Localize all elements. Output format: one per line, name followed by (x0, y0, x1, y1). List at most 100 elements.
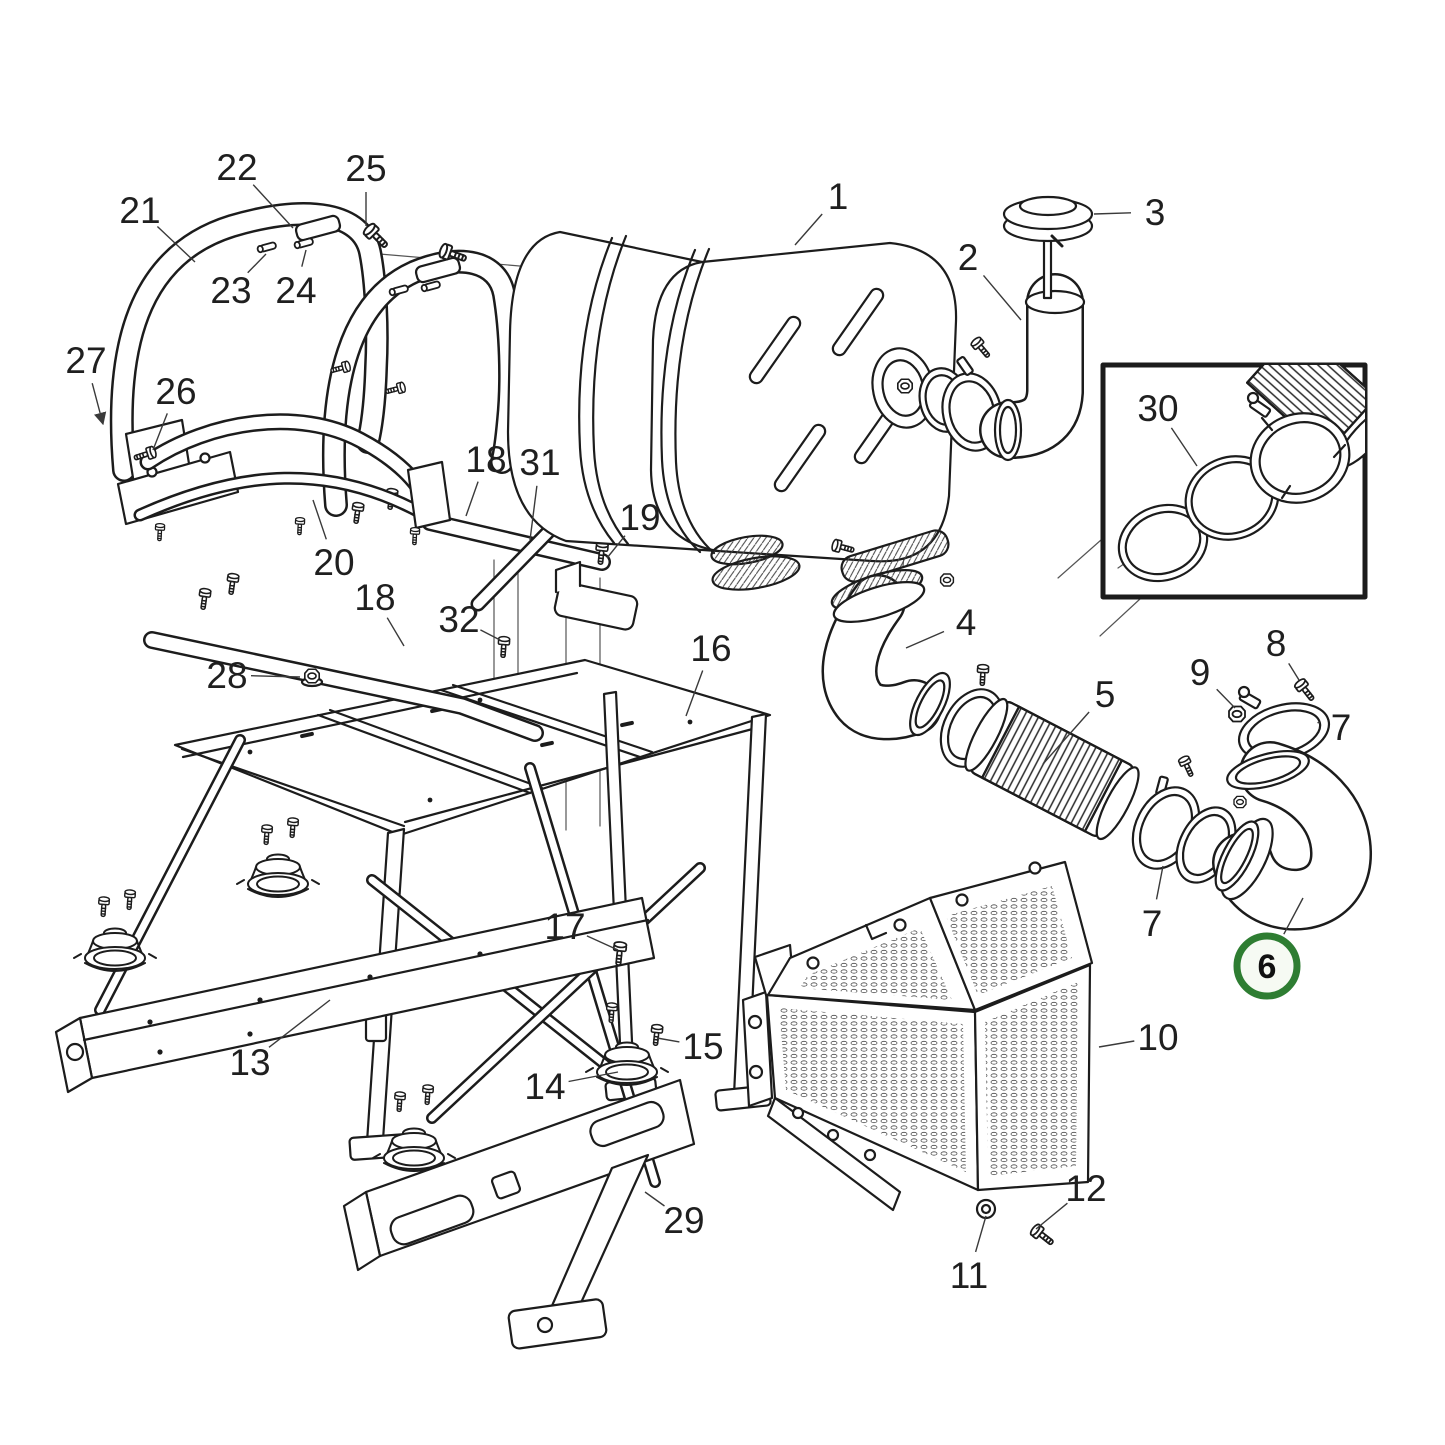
leader-line-8 (1288, 663, 1300, 681)
part-number-22[interactable]: 22 (216, 147, 257, 188)
part-number-12[interactable]: 12 (1065, 1168, 1106, 1209)
part-number-5[interactable]: 5 (1095, 674, 1116, 715)
callout-29[interactable]: 29 (644, 1191, 705, 1241)
callout-12[interactable]: 12 (1035, 1168, 1107, 1230)
leader-line-21 (156, 225, 196, 263)
callout-20[interactable]: 20 (312, 499, 355, 583)
leader-line-26 (152, 413, 168, 451)
part-number-15[interactable]: 15 (682, 1026, 723, 1067)
callout-24[interactable]: 24 (275, 249, 317, 311)
part-number-18a[interactable]: 18 (465, 439, 506, 480)
callout-7b[interactable]: 7 (1142, 865, 1164, 944)
callout-10[interactable]: 10 (1098, 1017, 1179, 1058)
exhaust-stack-pipe (979, 273, 1086, 462)
callout-18a[interactable]: 18 (465, 439, 507, 517)
part-number-3[interactable]: 3 (1145, 192, 1166, 233)
part-number-7a[interactable]: 7 (1331, 707, 1352, 748)
flexible-exhaust-pipe (964, 697, 1140, 841)
muffler (506, 230, 958, 591)
callout-2[interactable]: 2 (958, 237, 1022, 321)
leader-line-20 (312, 499, 327, 540)
callout-5[interactable]: 5 (1042, 674, 1116, 765)
callout-25[interactable]: 25 (345, 148, 387, 226)
part-number-8[interactable]: 8 (1266, 623, 1287, 664)
part-number-4[interactable]: 4 (956, 602, 977, 643)
leader-line-32 (480, 629, 501, 641)
mounting-brackets (143, 486, 639, 742)
callout-19[interactable]: 19 (606, 497, 661, 559)
leader-line-12 (1035, 1202, 1068, 1230)
mounting-beam (54, 896, 656, 1094)
part-number-24[interactable]: 24 (275, 270, 316, 311)
leader-line-4 (905, 630, 945, 649)
leader-line-6 (1283, 897, 1304, 935)
callout-16[interactable]: 16 (685, 628, 732, 717)
part-number-28[interactable]: 28 (206, 655, 247, 696)
part-number-31[interactable]: 31 (519, 442, 560, 483)
part-number-6[interactable]: 6 (1258, 948, 1277, 986)
leader-line-19 (606, 535, 626, 559)
lower-crossmember (342, 1078, 696, 1272)
callout-31[interactable]: 31 (519, 442, 561, 541)
leader-line-29 (644, 1191, 665, 1207)
part-number-9[interactable]: 9 (1190, 652, 1211, 693)
part-number-17[interactable]: 17 (544, 906, 585, 947)
callout-15[interactable]: 15 (656, 1026, 724, 1067)
part-number-29[interactable]: 29 (663, 1200, 704, 1241)
leader-line-1 (794, 213, 823, 246)
callout-14[interactable]: 14 (524, 1066, 619, 1107)
part-number-23[interactable]: 23 (210, 270, 251, 311)
part-number-2[interactable]: 2 (958, 237, 979, 278)
callout-30[interactable]: 30 (1137, 388, 1198, 467)
leader-line-22 (252, 184, 294, 229)
leader-line-28 (250, 675, 301, 678)
part-number-32[interactable]: 32 (438, 599, 479, 640)
callout-6[interactable]: 6 (1233, 897, 1304, 1000)
part-number-10[interactable]: 10 (1137, 1017, 1178, 1058)
part-number-20[interactable]: 20 (313, 542, 354, 583)
leader-line-24 (301, 249, 307, 267)
part-number-11[interactable]: 11 (950, 1255, 988, 1296)
callout-11[interactable]: 11 (950, 1215, 988, 1296)
callout-23[interactable]: 23 (210, 253, 267, 311)
callout-4[interactable]: 4 (905, 602, 977, 649)
leader-line-31 (529, 485, 538, 541)
part-number-21[interactable]: 21 (119, 190, 160, 231)
leader-line-9 (1216, 688, 1236, 709)
perforated-heat-shield (741, 860, 1094, 1250)
part-number-16[interactable]: 16 (690, 628, 731, 669)
part-number-26[interactable]: 26 (155, 371, 196, 412)
part-number-25[interactable]: 25 (345, 148, 386, 189)
highlight-ring[interactable] (1233, 932, 1301, 1000)
callout-8[interactable]: 8 (1266, 623, 1300, 681)
part-number-1[interactable]: 1 (828, 176, 849, 217)
callout-18b[interactable]: 18 (354, 577, 405, 647)
elbow-pipe-4 (821, 529, 955, 741)
callout-17[interactable]: 17 (544, 906, 619, 951)
part-number-14[interactable]: 14 (524, 1066, 565, 1107)
callout-13[interactable]: 13 (229, 999, 331, 1083)
part-number-7b[interactable]: 7 (1142, 903, 1163, 944)
leader-line-13 (268, 999, 331, 1048)
callout-26[interactable]: 26 (152, 371, 197, 451)
leader-line-23 (247, 253, 267, 274)
callout-layer: 1234567789101112131415161718181920212223… (65, 147, 1351, 1296)
callout-1[interactable]: 1 (794, 176, 849, 246)
callout-27[interactable]: 27 (65, 340, 107, 426)
leader-line-15 (656, 1037, 680, 1043)
part-number-27[interactable]: 27 (65, 340, 106, 381)
callout-28[interactable]: 28 (206, 655, 301, 696)
part-number-30[interactable]: 30 (1137, 388, 1178, 429)
callout-32[interactable]: 32 (438, 599, 501, 641)
callout-9[interactable]: 9 (1190, 652, 1236, 709)
leader-line-16 (685, 670, 704, 717)
callout-21[interactable]: 21 (119, 190, 196, 263)
callout-3[interactable]: 3 (1093, 192, 1166, 233)
callout-7a[interactable]: 7 (1317, 707, 1351, 748)
part-number-18b[interactable]: 18 (354, 577, 395, 618)
part-number-19[interactable]: 19 (619, 497, 660, 538)
callout-22[interactable]: 22 (216, 147, 294, 229)
part-number-13[interactable]: 13 (229, 1042, 270, 1083)
